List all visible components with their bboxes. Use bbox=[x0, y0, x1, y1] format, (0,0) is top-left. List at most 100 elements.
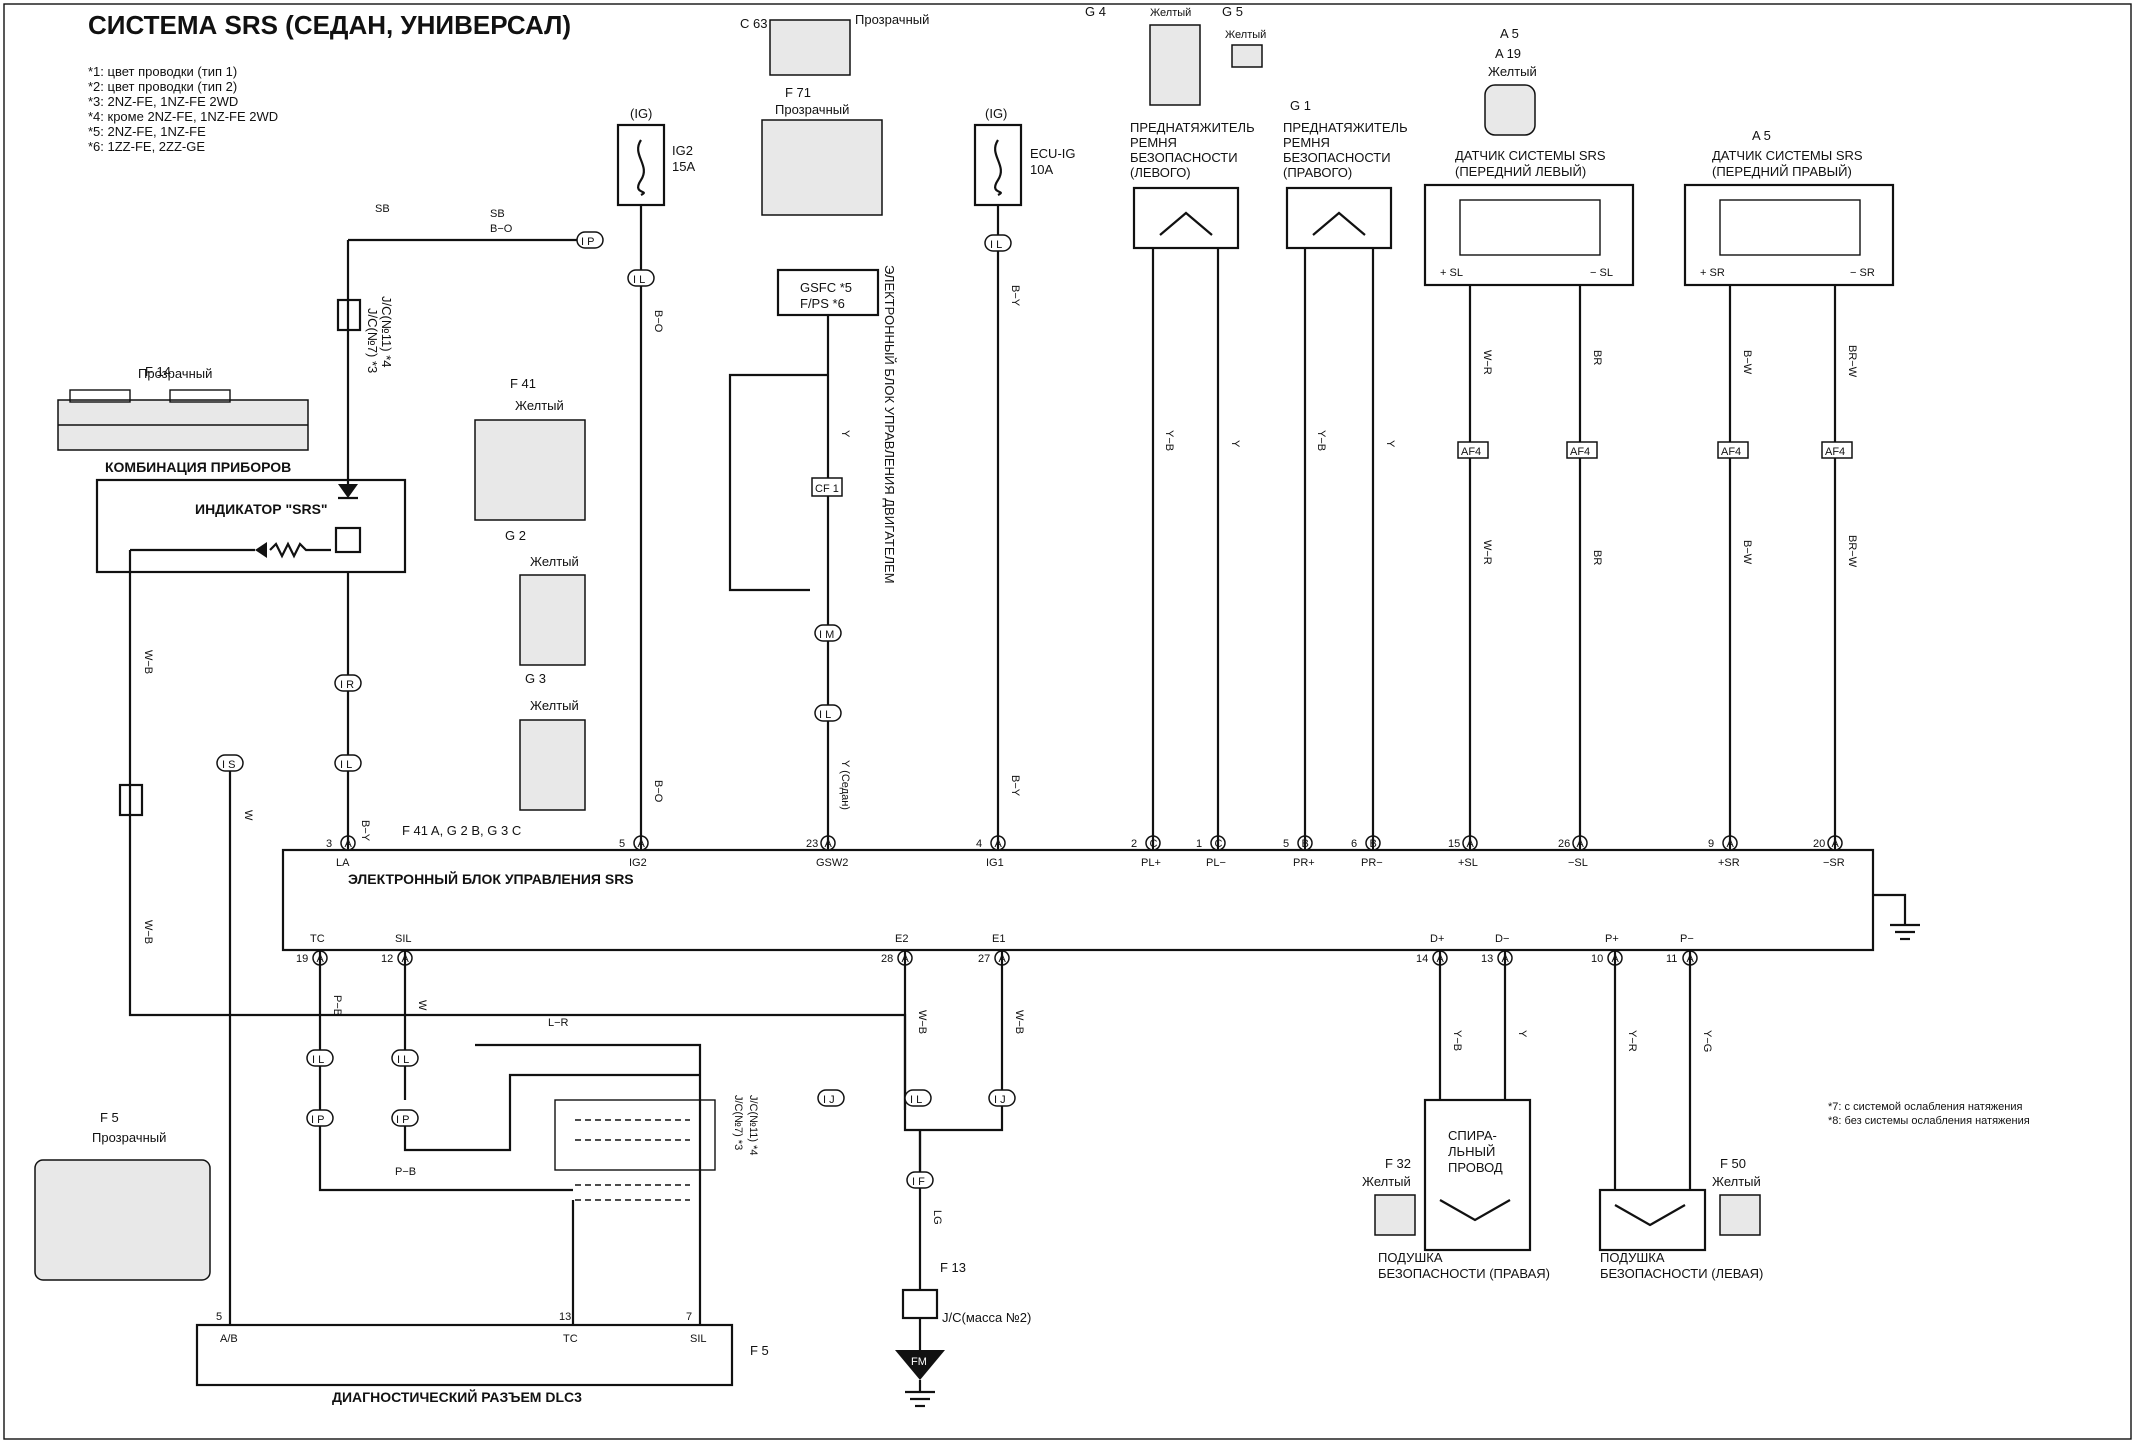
wire-sil-dlc bbox=[475, 1043, 702, 1325]
ecu-pin-name: P− bbox=[1680, 933, 1694, 945]
spiral-cable-box bbox=[1423, 1098, 1532, 1252]
ecu-pin-number: 14 bbox=[1416, 953, 1428, 965]
ecu-pin-number: 27 bbox=[978, 953, 990, 965]
f14-connector-drawing bbox=[57, 389, 309, 451]
ecu-pin-name: D+ bbox=[1430, 933, 1444, 945]
ecu-pin-number: 26 bbox=[1558, 838, 1570, 850]
c63-label: C 63 bbox=[740, 16, 767, 31]
jc-ground-label: J/C(масса №2) bbox=[942, 1310, 1031, 1325]
wire-by-ig1: B−Y bbox=[1009, 285, 1021, 307]
pretensioner-left-box bbox=[1132, 186, 1240, 250]
g3-color: Желтый bbox=[530, 698, 579, 713]
ecu-pin-number: 13 bbox=[1481, 953, 1493, 965]
notes-right: *7: с системой ослабления натяжения *8: … bbox=[1828, 1101, 2030, 1127]
indicator-led-icon bbox=[255, 484, 362, 559]
svg-text:(ПЕРЕДНИЙ ЛЕВЫЙ): (ПЕРЕДНИЙ ЛЕВЫЙ) bbox=[1455, 164, 1586, 179]
af4-connector-4: AF4 bbox=[1821, 441, 1853, 459]
ecu-pin-name: +SL bbox=[1458, 857, 1478, 869]
wire-pb-label: P−B bbox=[395, 1166, 416, 1178]
inline-connector-il-ig2: I L bbox=[627, 269, 655, 287]
ecu-pin-name: −SR bbox=[1823, 857, 1845, 869]
svg-text:СПИРА-: СПИРА- bbox=[1448, 1128, 1497, 1143]
ecu-pin-number: 1 bbox=[1196, 838, 1202, 850]
sensor-left-switch bbox=[1459, 199, 1601, 256]
f41-color: Желтый bbox=[515, 398, 564, 413]
wire-wb-e2: W−B bbox=[916, 1010, 928, 1034]
ecu-pin-number: 6 bbox=[1351, 838, 1357, 850]
f13-label: F 13 bbox=[940, 1260, 966, 1275]
inline-connector-cf: CF 1 bbox=[811, 477, 843, 497]
f71-color: Прозрачный bbox=[775, 102, 849, 117]
wire-sb-label-1: SB bbox=[375, 203, 390, 215]
fuse-ig2-box bbox=[616, 123, 666, 207]
ecu-pin-name: PR− bbox=[1361, 857, 1383, 869]
jc-ground-box bbox=[901, 1288, 939, 1320]
combination-meter-block bbox=[95, 478, 407, 574]
wire-tc bbox=[318, 950, 573, 1192]
ecu-top-pins: A3LAA5IG2A23GSW2A4IG1C2PL+C1PL−B5PR+B6PR… bbox=[326, 835, 1845, 869]
sensor-right-switch bbox=[1719, 199, 1861, 256]
ecu-pin-name: E2 bbox=[895, 933, 908, 945]
ecu-pin-name: LA bbox=[336, 857, 350, 869]
ecu-pin-name: IG2 bbox=[629, 857, 647, 869]
engine-ecu-fps: F/PS *6 bbox=[800, 296, 845, 311]
c63-color: Прозрачный bbox=[855, 12, 929, 27]
ecuig-ig-label: (IG) bbox=[985, 106, 1007, 121]
wire-yr-p: Y−R bbox=[1626, 1030, 1638, 1052]
ecu-bottom-pins: A19TCA12SILA28E2A27E1A14D+A13D−A10P+A11P… bbox=[296, 933, 1698, 966]
page-title: СИСТЕМА SRS (СЕДАН, УНИВЕРСАЛ) bbox=[88, 10, 571, 40]
ecu-pin-name: IG1 bbox=[986, 857, 1004, 869]
wire-wb-left: W−B bbox=[142, 920, 154, 944]
f71-connector-drawing bbox=[761, 119, 883, 216]
fuse-ecuig-label: ECU-IG bbox=[1030, 146, 1076, 161]
wire-wr-2: W−R bbox=[1481, 540, 1493, 565]
wire-bo-top-label: B−O bbox=[490, 223, 513, 235]
svg-text:FM: FM bbox=[911, 1356, 927, 1368]
ecu-pin-name: D− bbox=[1495, 933, 1509, 945]
note-2: *2: цвет проводки (тип 2) bbox=[88, 79, 237, 94]
svg-text:БЕЗОПАСНОСТИ (ПРАВАЯ): БЕЗОПАСНОСТИ (ПРАВАЯ) bbox=[1378, 1266, 1550, 1281]
jc-no7-label-2: J/C(№7) *3 bbox=[732, 1095, 744, 1150]
ecu-pin-number: 4 bbox=[976, 838, 982, 850]
airbag-right-label: ПОДУШКА БЕЗОПАСНОСТИ (ПРАВАЯ) bbox=[1378, 1250, 1550, 1281]
svg-text:I J: I J bbox=[994, 1094, 1006, 1106]
ecu-pin-name: +SR bbox=[1718, 857, 1740, 869]
dlc-pin-name: A/B bbox=[220, 1333, 238, 1345]
sensor-right-label: ДАТЧИК СИСТЕМЫ SRS (ПЕРЕДНИЙ ПРАВЫЙ) bbox=[1712, 148, 1863, 179]
svg-text:РЕМНЯ: РЕМНЯ bbox=[1130, 135, 1177, 150]
pretensioner-right-box bbox=[1285, 186, 1393, 250]
svg-text:ПРЕДНАТЯЖИТЕЛЬ: ПРЕДНАТЯЖИТЕЛЬ bbox=[1130, 120, 1255, 135]
a19-color: Желтый bbox=[1488, 64, 1537, 79]
wire-lr-label: L−R bbox=[548, 1017, 569, 1029]
f32-color: Желтый bbox=[1362, 1174, 1411, 1189]
sensor-left-box bbox=[1423, 183, 1635, 287]
f50-connector-drawing bbox=[1719, 1194, 1761, 1236]
inline-connector-ip-sil: I P bbox=[391, 1109, 419, 1127]
sensor-left-plus: + SL bbox=[1440, 267, 1463, 279]
wire-yb-pr: Y−B bbox=[1315, 430, 1327, 451]
wire-sb-top: SB bbox=[490, 208, 505, 220]
fuse-ig2-label: IG2 bbox=[672, 143, 693, 158]
ground-fm-icon: FM bbox=[895, 1350, 945, 1408]
svg-text:AF4: AF4 bbox=[1570, 446, 1590, 458]
ecu-pin-number: 15 bbox=[1448, 838, 1460, 850]
svg-text:РЕМНЯ: РЕМНЯ bbox=[1283, 135, 1330, 150]
wire-y-gsw: Y bbox=[839, 430, 851, 438]
note-8: *8: без системы ослабления натяжения bbox=[1828, 1115, 2030, 1127]
ecu-pin-number: 12 bbox=[381, 953, 393, 965]
af4-connector-3: AF4 bbox=[1717, 441, 1749, 459]
ecu-pin-name: SIL bbox=[395, 933, 412, 945]
pretensioner-left-label: ПРЕДНАТЯЖИТЕЛЬ РЕМНЯ БЕЗОПАСНОСТИ (ЛЕВОГ… bbox=[1130, 120, 1255, 180]
f14-label: F 14 bbox=[145, 364, 171, 379]
inline-connector-il-la: I L bbox=[334, 754, 362, 772]
g2-connector-drawing bbox=[519, 574, 586, 666]
fuse-ig2-icon bbox=[637, 139, 645, 196]
ecu-pin-number: 20 bbox=[1813, 838, 1825, 850]
wire-yb-pl: Y−B bbox=[1163, 430, 1175, 451]
sensor-right-plus: + SR bbox=[1700, 267, 1725, 279]
notes-left: *1: цвет проводки (тип 1) *2: цвет прово… bbox=[88, 64, 278, 154]
inline-connector-ir-e: I J bbox=[817, 1089, 845, 1107]
wire-bo-ig2: B−O bbox=[652, 310, 664, 333]
